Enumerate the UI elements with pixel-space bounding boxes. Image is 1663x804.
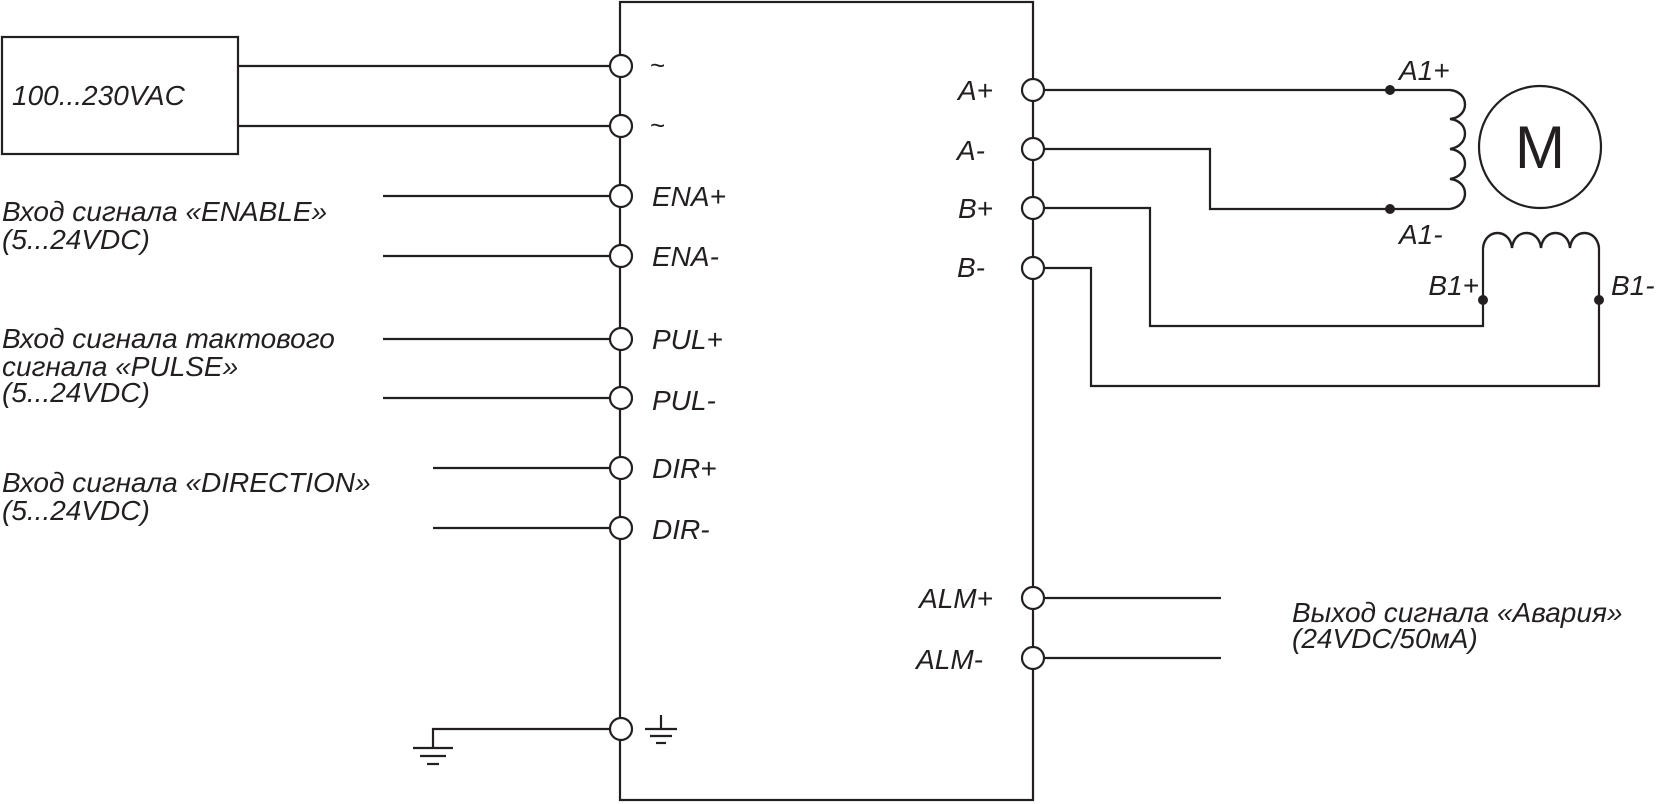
winding-a-coil [1390, 88, 1467, 211]
terminal-ena-plus [608, 183, 634, 209]
node-a1-plus [1385, 85, 1395, 95]
label-pul-minus: PUL- [652, 385, 716, 416]
power-supply-label: 100...230VAC [12, 80, 186, 111]
right-terminals [1020, 77, 1046, 671]
direction-input-line1: Вход сигнала «DIRECTION» [2, 467, 371, 498]
label-b1-minus: B1- [1611, 270, 1655, 301]
label-ena-minus: ENA- [652, 241, 719, 272]
terminal-ena-minus [608, 243, 634, 269]
terminal-b-minus [1020, 255, 1046, 281]
direction-input-line2: (5...24VDC) [2, 495, 150, 526]
label-b-minus: B- [957, 252, 985, 283]
terminal-alm-minus [1020, 645, 1046, 671]
pulse-input-line3: (5...24VDC) [2, 377, 150, 408]
node-b1-minus [1594, 295, 1604, 305]
label-a1-plus: A1+ [1397, 55, 1450, 86]
left-terminals [608, 53, 634, 742]
right-wires [1043, 88, 1601, 660]
label-a1-minus: A1- [1397, 219, 1443, 250]
power-supply-box [0, 35, 240, 156]
motor-label: M [1515, 114, 1565, 181]
enable-input-line1: Вход сигнала «ENABLE» [2, 196, 327, 227]
terminal-a-minus [1020, 136, 1046, 162]
terminal-pul-plus [608, 326, 634, 352]
label-b-plus: B+ [958, 193, 993, 224]
terminal-pul-minus [608, 385, 634, 411]
label-a-plus: A+ [956, 75, 993, 106]
motor-circle [1477, 84, 1603, 210]
terminal-b-plus [1020, 195, 1046, 221]
terminal-dir-plus [608, 455, 634, 481]
pulse-input-line1: Вход сигнала тактового [2, 323, 335, 354]
label-pul-plus: PUL+ [652, 324, 723, 355]
label-a-minus: A- [955, 135, 985, 166]
enable-input-line2: (5...24VDC) [2, 224, 150, 255]
left-wires [238, 64, 610, 748]
pulse-input-line2: сигнала «PULSE» [2, 351, 238, 382]
label-dir-minus: DIR- [652, 514, 710, 545]
external-ground-symbol [413, 746, 453, 766]
terminal-a-plus [1020, 77, 1046, 103]
label-alm-plus: ALM+ [917, 583, 993, 614]
node-a1-minus [1385, 204, 1395, 214]
driver-body [618, 0, 1035, 802]
label-ac2: ~ [650, 110, 665, 140]
ground-terminal-icon [645, 715, 677, 745]
terminal-gnd [608, 716, 634, 742]
label-dir-plus: DIR+ [652, 453, 717, 484]
label-ac1: ~ [650, 50, 665, 80]
node-b1-plus [1478, 295, 1488, 305]
label-alm-minus: ALM- [914, 644, 983, 675]
alarm-output-line1: Выход сигнала «Авария» [1292, 597, 1622, 628]
alarm-output-line2: (24VDC/50мА) [1292, 623, 1478, 654]
terminal-alm-plus [1020, 585, 1046, 611]
terminal-dir-minus [608, 515, 634, 541]
label-b1-plus: B1+ [1428, 270, 1479, 301]
label-ena-plus: ENA+ [652, 181, 726, 212]
terminal-ac2 [608, 113, 634, 139]
terminal-ac1 [608, 53, 634, 79]
winding-b-coil [1481, 231, 1601, 300]
